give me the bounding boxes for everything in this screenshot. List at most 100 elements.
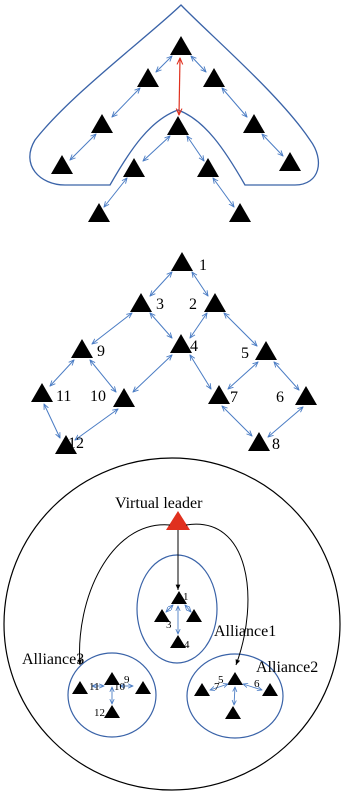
- node-label: 9: [124, 674, 130, 686]
- agent-triangle: [194, 683, 210, 696]
- node-label: 6: [254, 678, 260, 690]
- link-arrow: [150, 313, 172, 338]
- agent-triangle: [243, 114, 265, 133]
- link-arrow: [44, 404, 60, 438]
- agent-triangle: [135, 681, 151, 694]
- leader-to-alliance3-arrow: [77, 524, 171, 666]
- link-arrow: [92, 313, 132, 344]
- link-arrow: [262, 134, 283, 156]
- node-label: 7: [214, 681, 220, 693]
- node-label: 10: [90, 388, 106, 405]
- agent-triangle: [295, 386, 317, 405]
- agent-triangle: [123, 158, 145, 177]
- agent-triangle: [170, 635, 186, 648]
- node-label: 7: [230, 389, 238, 406]
- link-arrow: [150, 272, 172, 296]
- node-label: 1: [183, 591, 189, 603]
- link-arrow: [75, 409, 118, 440]
- node-label: 12: [68, 435, 84, 452]
- link-arrow: [104, 178, 127, 207]
- agent-triangle: [171, 252, 193, 271]
- link-arrow: [228, 362, 258, 389]
- link-arrow: [222, 406, 252, 436]
- agent-triangle: [225, 706, 241, 719]
- agent-triangle: [137, 68, 159, 87]
- alliance2-ellipse: [186, 653, 284, 739]
- agent-triangle: [279, 152, 301, 171]
- link-arrow: [187, 136, 204, 161]
- agent-triangle: [203, 68, 225, 87]
- agent-triangle: [167, 116, 189, 135]
- link-arrow: [234, 687, 235, 705]
- node-label: 6: [276, 389, 284, 406]
- link-arrow: [210, 684, 228, 690]
- link-arrow: [268, 407, 303, 437]
- agent-triangle: [130, 293, 152, 312]
- agent-triangle: [88, 203, 110, 222]
- agent-triangle: [104, 672, 120, 685]
- node-label: 11: [89, 681, 100, 693]
- link-arrow: [143, 136, 170, 161]
- virtual-leader-triangle: [166, 511, 190, 530]
- agent-triangle: [104, 705, 120, 718]
- node-label: 12: [94, 707, 105, 719]
- agent-triangle: [208, 385, 230, 404]
- agent-triangle: [170, 36, 192, 55]
- link-arrow: [190, 313, 207, 338]
- link-arrow: [243, 684, 262, 690]
- link-arrow: [222, 88, 247, 117]
- agent-triangle: [197, 158, 219, 177]
- link-arrow: [213, 178, 234, 207]
- link-arrow: [191, 56, 206, 72]
- alliance1-label: Alliance1: [214, 623, 276, 640]
- node-label: 4: [184, 639, 190, 651]
- link-arrow: [166, 605, 173, 612]
- link-arrow: [156, 56, 172, 72]
- node-label: 8: [272, 436, 280, 453]
- agent-triangle: [72, 681, 88, 694]
- agent-triangle: [55, 435, 77, 454]
- formation-outline: [29, 4, 319, 186]
- agent-triangle: [227, 672, 243, 685]
- alliance1-ellipse: [136, 554, 218, 664]
- agent-triangle: [51, 155, 73, 174]
- link-arrow: [112, 88, 140, 117]
- virtual-leader-label: Virtual leader: [115, 495, 203, 512]
- agent-triangle: [170, 334, 192, 353]
- node-label: 4: [190, 338, 198, 355]
- outer-circle: [3, 457, 341, 791]
- alliance3-label: Alliance3: [22, 651, 84, 668]
- link-arrow: [192, 272, 208, 296]
- panel-c: Virtual leader 1 3 4 Alliance1: [3, 457, 341, 791]
- link-arrow: [224, 313, 257, 346]
- agent-triangle: [262, 683, 278, 696]
- link-arrow: [90, 360, 116, 392]
- agent-triangle: [186, 609, 202, 622]
- node-label: 3: [156, 296, 164, 313]
- node-label: 5: [241, 345, 249, 362]
- node-label: 1: [199, 257, 207, 274]
- alliance3-ellipse: [67, 652, 157, 738]
- node-label: 9: [97, 343, 105, 360]
- agent-triangle: [113, 388, 135, 407]
- leader-to-alliance2-arrow: [185, 523, 249, 666]
- node-label: 3: [166, 619, 172, 631]
- node-label: 2: [189, 296, 197, 313]
- link-arrow: [190, 355, 211, 389]
- node-label: 11: [56, 388, 71, 405]
- agent-triangle: [171, 591, 187, 604]
- agent-triangle: [154, 609, 170, 622]
- agent-triangle: [71, 339, 93, 358]
- agent-triangle: [91, 114, 113, 133]
- link-arrow: [185, 605, 191, 612]
- agent-triangle: [229, 203, 251, 222]
- agent-triangle: [204, 293, 226, 312]
- link-arrow: [274, 362, 299, 390]
- link-arrow: [70, 134, 96, 160]
- panel-b: 1 2 3 4 5 6 7 8 9 10 11 12: [31, 252, 317, 454]
- link-arrow: [133, 355, 172, 392]
- panel-a: [29, 4, 319, 222]
- alliance2-label: Alliance2: [256, 659, 318, 676]
- agent-triangle: [248, 432, 270, 451]
